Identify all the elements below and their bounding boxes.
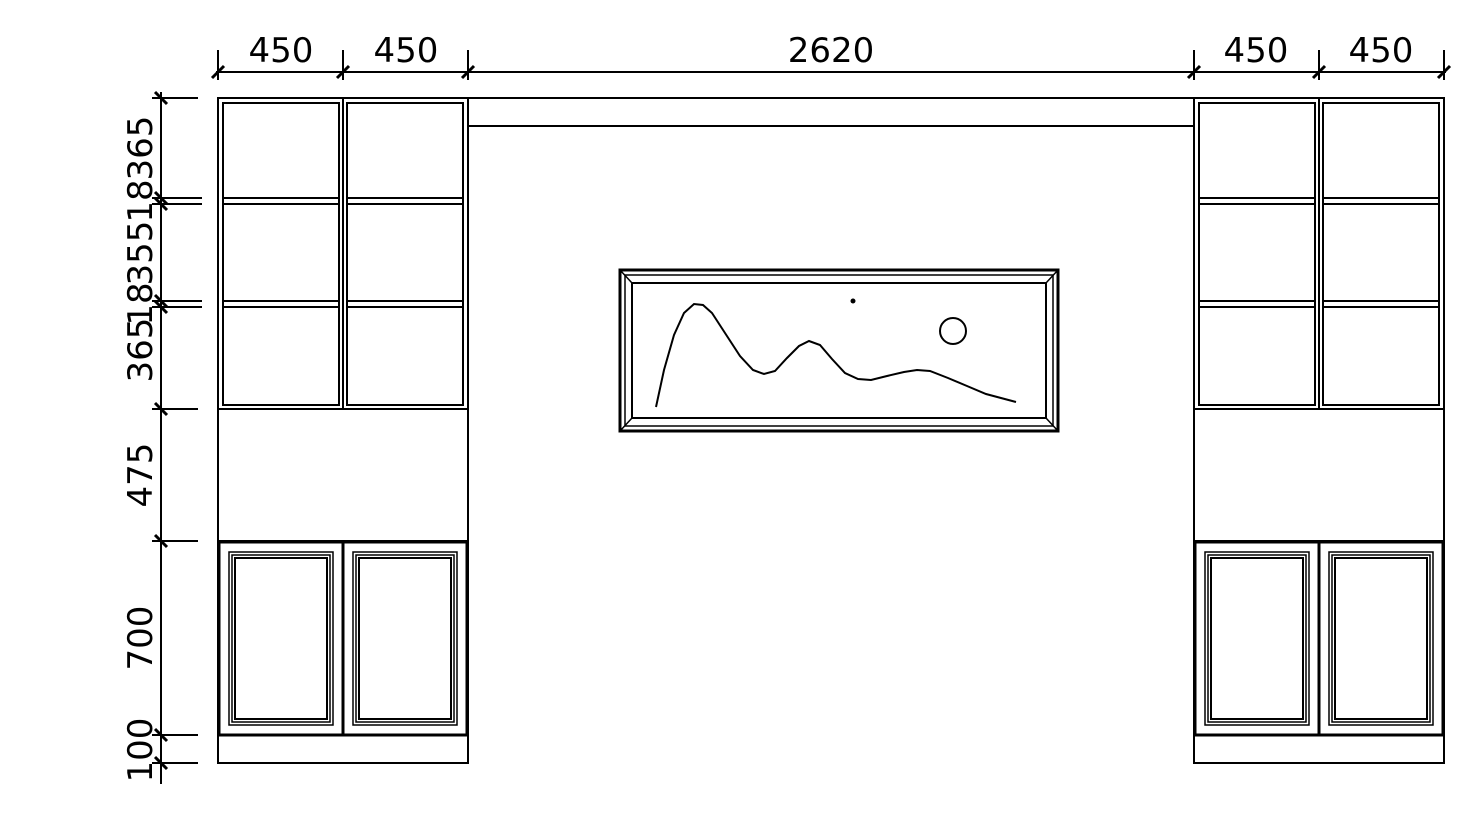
glass-door-frame: [1322, 102, 1440, 406]
left-tick: [153, 196, 169, 212]
frame-inner: [631, 282, 1047, 419]
dim-label-left-4: 18: [121, 282, 161, 325]
frame-miter: [619, 417, 633, 432]
glass-door-frame: [346, 102, 464, 406]
lower-door: [1317, 540, 1445, 737]
left-tick: [153, 533, 169, 549]
frame-miter: [1045, 269, 1059, 284]
dim-label-left-3: 355: [121, 221, 161, 286]
dim-label-left-8: 100: [121, 718, 161, 783]
door-panel-molding: [355, 554, 455, 723]
top-tick: [210, 64, 226, 80]
dim-label-top-4: 450: [1224, 31, 1289, 71]
glass-door-frame: [1198, 102, 1316, 406]
door-panel-molding: [231, 554, 331, 723]
dim-label-left-7: 700: [121, 606, 161, 671]
door-panel-molding: [228, 551, 334, 726]
dim-label-left-6: 475: [121, 443, 161, 508]
top-tick: [335, 64, 351, 80]
dim-label-top-1: 450: [249, 31, 314, 71]
left-dimension-chain: 365 18 355 18 365 475 700 100: [121, 90, 202, 784]
dim-label-left-1: 365: [121, 116, 161, 181]
left-lower-doors: [217, 540, 469, 737]
center-bulkhead: [468, 97, 1194, 127]
left-tick: [153, 299, 169, 315]
dim-label-left-2: 18: [121, 179, 161, 222]
right-upper-glass-doors: [1198, 98, 1440, 409]
door-panel: [1210, 557, 1304, 720]
left-upper-glass-doors: [222, 98, 464, 409]
door-panel: [1334, 557, 1428, 720]
frame-molding: [624, 274, 1054, 427]
left-tick: [153, 755, 169, 771]
dim-label-top-5: 450: [1349, 31, 1414, 71]
frame-outer: [618, 268, 1060, 433]
top-dimension-chain: 450 450 2620 450 450: [210, 31, 1452, 80]
door-panel: [358, 557, 452, 720]
top-tick: [460, 64, 476, 80]
lower-door: [1193, 540, 1321, 737]
dim-label-top-2: 450: [374, 31, 439, 71]
left-cabinet: [217, 97, 469, 764]
door-panel-molding: [1328, 551, 1434, 726]
left-tick: [153, 401, 169, 417]
dim-label-top-3: 2620: [788, 31, 875, 71]
door-panel-molding: [1331, 554, 1431, 723]
right-cabinet: [1193, 97, 1445, 764]
right-lower-doors: [1193, 540, 1445, 737]
dim-label-left-5: 365: [121, 318, 161, 383]
framed-artwork: [618, 268, 1060, 433]
left-tick: [153, 190, 169, 206]
frame-miter: [1045, 417, 1059, 432]
bird-dot: [850, 298, 856, 304]
glass-door-frame: [222, 102, 340, 406]
lower-door: [217, 540, 345, 737]
frame-miter: [619, 269, 633, 284]
moon-circle: [939, 317, 967, 345]
left-tick: [153, 90, 169, 106]
top-tick: [1186, 64, 1202, 80]
left-tick: [153, 727, 169, 743]
top-tick: [1436, 64, 1452, 80]
top-tick: [1311, 64, 1327, 80]
door-panel-molding: [352, 551, 458, 726]
door-panel-molding: [1204, 551, 1310, 726]
door-panel-molding: [1207, 554, 1307, 723]
lower-door: [341, 540, 469, 737]
door-panel: [234, 557, 328, 720]
left-tick: [153, 293, 169, 309]
mountain-outline: [655, 302, 1017, 408]
